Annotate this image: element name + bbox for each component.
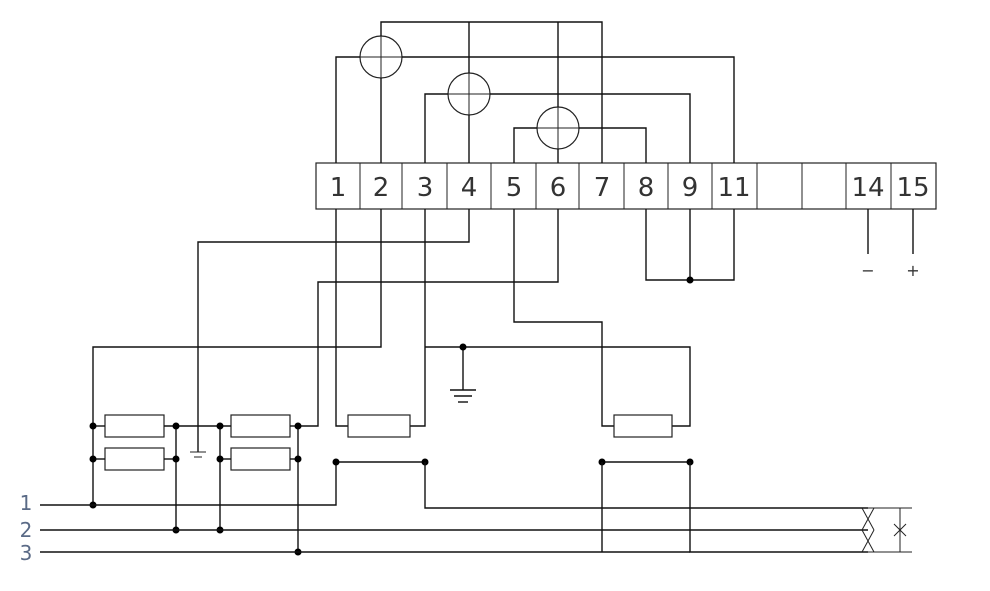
current-coil-1 [359, 35, 403, 79]
terminal-label-9: 9 [682, 173, 699, 203]
terminal-label-1: 1 [330, 173, 347, 203]
resistor-1 [104, 414, 165, 438]
ground-symbol [450, 389, 476, 403]
terminal-label-14: 14 [851, 173, 884, 203]
resistor-5 [347, 414, 411, 438]
terminal-block: 1 2 3 4 5 6 7 8 9 11 14 15 [315, 162, 937, 210]
terminal-label-6: 6 [550, 173, 567, 203]
current-coil-2 [447, 72, 491, 116]
phase-label-2: 2 [20, 518, 33, 542]
terminal-label-5: 5 [506, 173, 523, 203]
phase-label-3: 3 [20, 541, 33, 565]
terminal-label-7: 7 [594, 173, 611, 203]
coil-loops [335, 56, 735, 163]
pulse-minus-label: − [861, 261, 874, 280]
terminal-label-2: 2 [373, 173, 390, 203]
terminal-label-3: 3 [417, 173, 434, 203]
voltage-bus [380, 21, 603, 163]
terminal-label-4: 4 [461, 173, 478, 203]
resistor-6 [613, 414, 673, 438]
line-terminators [861, 507, 912, 553]
phase-lines [40, 504, 868, 553]
phase-label-1: 1 [20, 491, 33, 515]
lower-wiring [92, 209, 914, 505]
terminal-block-outline [315, 162, 937, 210]
middle-resistors [93, 414, 868, 553]
terminal-label-15: 15 [896, 173, 929, 203]
current-coil-3 [536, 106, 580, 150]
terminal-label-11: 11 [717, 173, 750, 203]
resistor-4 [230, 447, 291, 471]
resistor-3 [230, 414, 291, 438]
pulse-plus-label: + [906, 261, 919, 280]
terminal-label-8: 8 [638, 173, 655, 203]
junction-ground-mark [190, 451, 206, 458]
resistor-2 [104, 447, 165, 471]
resistor-network [89, 414, 302, 556]
